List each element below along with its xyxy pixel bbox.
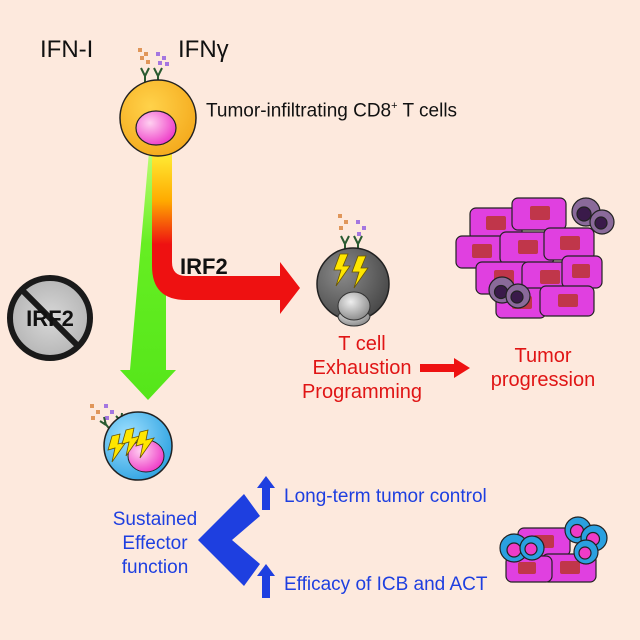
irf2-prohibited-label: IRF2 bbox=[26, 306, 74, 331]
cytokine-dots-effector bbox=[90, 404, 114, 420]
til-cell bbox=[119, 79, 197, 157]
exhaustion-label: T cell Exhaustion Programming bbox=[282, 332, 442, 404]
progression-line: Tumor bbox=[514, 345, 572, 367]
effector-line: Effector bbox=[122, 533, 188, 554]
up-arrow-icon bbox=[257, 564, 275, 598]
effector-cell bbox=[103, 411, 173, 481]
til-label-main: Tumor-infiltrating CD8 bbox=[206, 100, 392, 122]
progression-label: Tumor progression bbox=[478, 344, 608, 392]
til-label: Tumor-infiltrating CD8+ T cells bbox=[206, 100, 457, 122]
ifn-i-label: IFN-I bbox=[40, 36, 94, 63]
cytokine-dots-exhausted bbox=[338, 214, 366, 236]
no-symbol-icon bbox=[7, 275, 93, 361]
blue-bracket bbox=[198, 494, 260, 586]
irf2-pathway-label: IRF2 bbox=[180, 254, 228, 279]
exhaustion-line: T cell bbox=[338, 333, 386, 355]
effector-line: function bbox=[121, 557, 189, 578]
ifn-gamma-label: IFNγ bbox=[178, 36, 229, 63]
progression-arrow bbox=[420, 358, 470, 378]
receptor-icon bbox=[340, 235, 363, 254]
til-label-sup: + bbox=[391, 100, 398, 112]
effector-function-label: Sustained Effector function bbox=[80, 508, 230, 580]
lightning-bolt-icon bbox=[107, 427, 155, 463]
long-term-control-label: Long-term tumor control bbox=[284, 486, 487, 507]
progression-line: progression bbox=[490, 369, 596, 391]
effector-line: Sustained bbox=[112, 509, 198, 530]
exhaustion-line: Exhaustion bbox=[312, 357, 412, 379]
controlled-tumor bbox=[499, 516, 608, 583]
cytokine-dots-top bbox=[138, 48, 169, 66]
red-arrow bbox=[152, 140, 300, 314]
up-arrow-icon bbox=[257, 476, 275, 510]
efficacy-label: Efficacy of ICB and ACT bbox=[284, 574, 488, 595]
exhausted-cell bbox=[316, 247, 390, 327]
tumor-cluster bbox=[455, 197, 615, 319]
exhaustion-line: Programming bbox=[301, 381, 423, 403]
til-label-tail: T cells bbox=[397, 100, 458, 122]
lightning-bolt-icon bbox=[333, 253, 369, 289]
